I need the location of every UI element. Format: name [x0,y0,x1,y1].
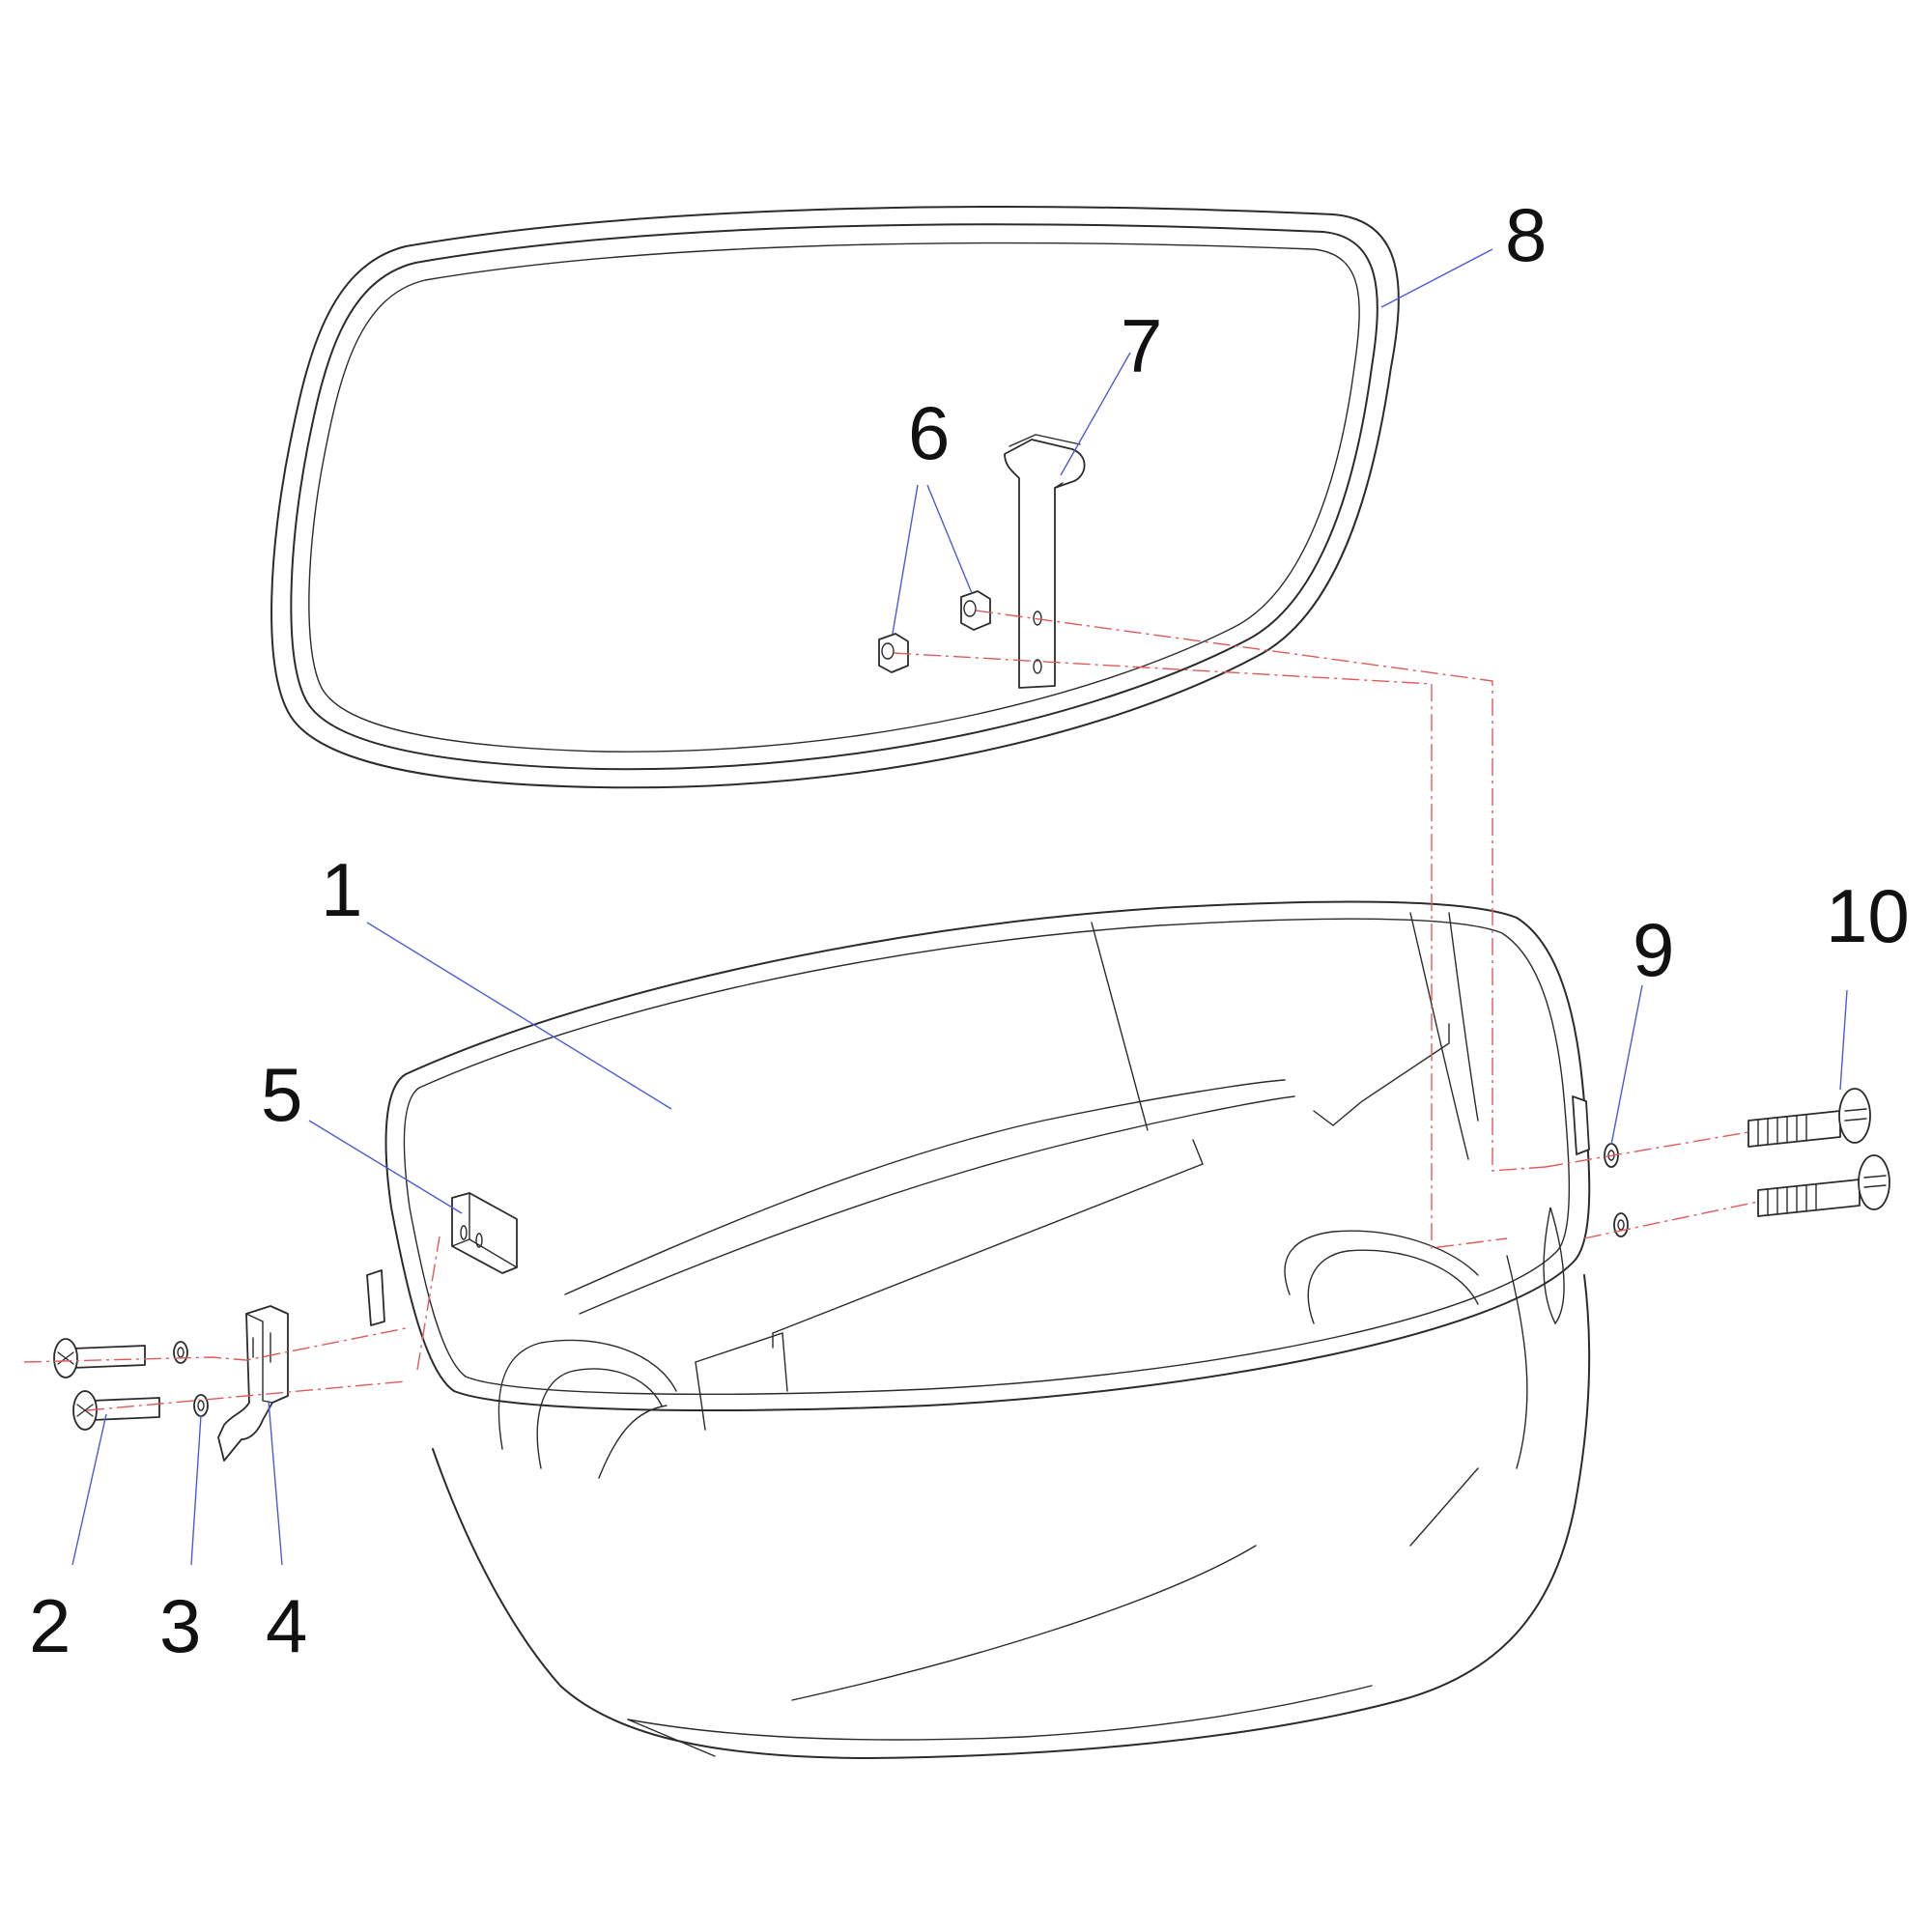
leader-4 [268,1400,283,1566]
leader-7 [1060,352,1131,476]
assembly-center-lines [23,610,1759,1411]
callout-9: 9 [1633,907,1674,992]
leader-1 [366,922,672,1110]
callout-8: 8 [1505,192,1547,277]
part-9-washer-lower [1613,1212,1629,1237]
part-1-case-body [366,900,1591,1759]
callout-7: 7 [1121,303,1162,388]
leader-3 [190,1414,202,1566]
leader-9 [1610,984,1643,1146]
leader-8 [1380,248,1493,308]
callout-labels: 1 2 3 4 5 6 7 8 9 10 [29,192,1910,1668]
callout-5: 5 [261,1052,302,1137]
part-5-pad [451,1192,518,1274]
callout-6: 6 [908,390,950,475]
part-4-hinge-bracket [217,1305,289,1462]
part-8-lid-gasket [270,206,1400,789]
callout-10: 10 [1826,873,1910,958]
leader-2 [71,1413,107,1566]
part-10-bolt-lower [1757,1154,1890,1217]
leader-6a [926,484,973,594]
leader-6b [892,484,919,635]
part-7-latch-bracket [1004,434,1086,689]
part-3-washer-lower [193,1394,209,1417]
leader-5 [308,1120,463,1214]
leader-10 [1839,989,1848,1091]
part-2-screw-upper [53,1338,146,1378]
callout-1: 1 [321,847,362,932]
callout-3: 3 [159,1583,201,1668]
callout-2: 2 [29,1583,71,1668]
callout-4: 4 [266,1583,307,1668]
part-3-washer-upper [173,1341,188,1364]
part-2-screw-lower [72,1390,160,1431]
leader-lines [71,248,1848,1566]
part-10-bolt-upper [1747,1088,1871,1148]
